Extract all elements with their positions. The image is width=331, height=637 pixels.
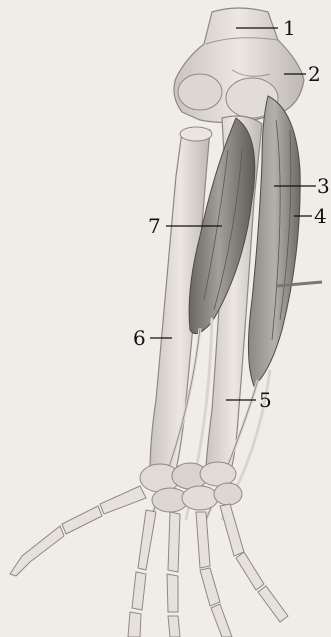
finger-bones [128, 504, 288, 637]
callout-label-3: 3 [317, 176, 330, 196]
thumb-bones [10, 486, 146, 576]
callout-label-7: 7 [148, 216, 161, 236]
callout-label-1: 1 [283, 18, 296, 38]
callout-label-4: 4 [314, 206, 327, 226]
callout-label-6: 6 [133, 328, 146, 348]
callout-label-2: 2 [308, 64, 321, 84]
callout-label-5: 5 [259, 390, 272, 410]
